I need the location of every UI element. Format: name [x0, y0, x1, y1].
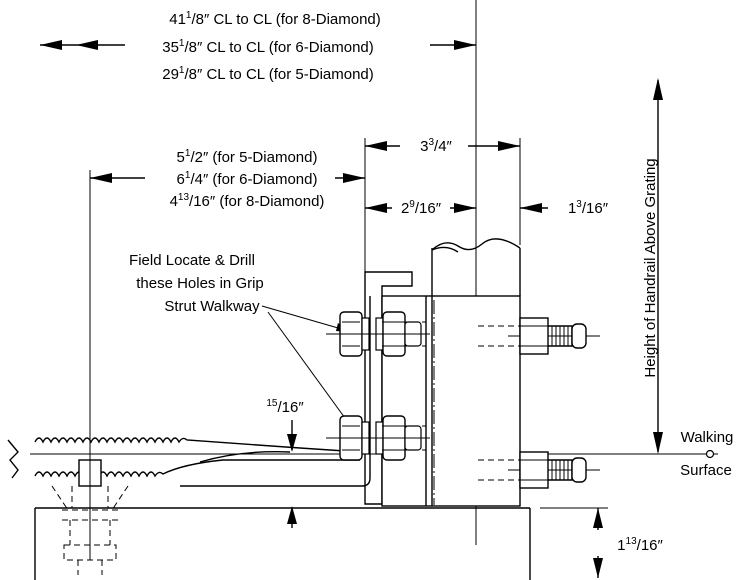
hidden-bolt-lines [382, 321, 520, 481]
cl-to-cl-8-diamond: 411/8″ CL to CL (for 8-Diamond) [169, 10, 381, 28]
note-line-2: these Holes in Grip [136, 275, 264, 292]
handrail-height-dimension [653, 78, 663, 454]
lower-bolt-assembly [326, 415, 430, 461]
bracket-width-dimension [365, 203, 476, 213]
handrail-height-label: Height of Handrail Above Grating [642, 158, 659, 377]
grating-clip-bolt [51, 459, 129, 575]
note-line-3: Strut Walkway [164, 298, 260, 315]
cl-to-cl-5-diamond: 291/8″ CL to CL (for 5-Diamond) [162, 65, 374, 83]
post-offset-dimension [520, 203, 548, 213]
cl-dimension-arrows [40, 40, 476, 50]
walking-surface-marker [705, 449, 715, 459]
right-upper-set-bolt [508, 317, 600, 355]
base-height-label: 113/16″ [617, 536, 663, 554]
offset-6-diamond: 61/4″ (for 6-Diamond) [177, 170, 318, 188]
bracket-width-label: 29/16″ [401, 199, 442, 217]
offset-dimension-arrows [90, 173, 365, 183]
right-lower-set-bolt [508, 451, 600, 489]
offset-8-diamond: 413/16″ (for 8-Diamond) [170, 192, 325, 210]
note-line-1: Field Locate & Drill [129, 252, 255, 269]
handrail-post [431, 238, 521, 296]
post-width-label: 33/4″ [420, 137, 452, 155]
grating-thickness-label: 15/16″ [266, 398, 304, 416]
offset-5-diamond: 51/2″ (for 5-Diamond) [177, 148, 318, 166]
surface-label: Surface [680, 462, 732, 479]
base-height-dimension [540, 507, 608, 578]
walking-label: Walking [681, 429, 734, 446]
cl-to-cl-6-diamond: 351/8″ CL to CL (for 6-Diamond) [162, 38, 374, 56]
grip-strut-grating [7, 437, 361, 479]
post-offset-label: 13/16″ [568, 199, 609, 217]
upper-bolt-assembly [326, 311, 430, 357]
support-beam [34, 507, 531, 580]
grating-thickness-arrows [287, 420, 297, 528]
